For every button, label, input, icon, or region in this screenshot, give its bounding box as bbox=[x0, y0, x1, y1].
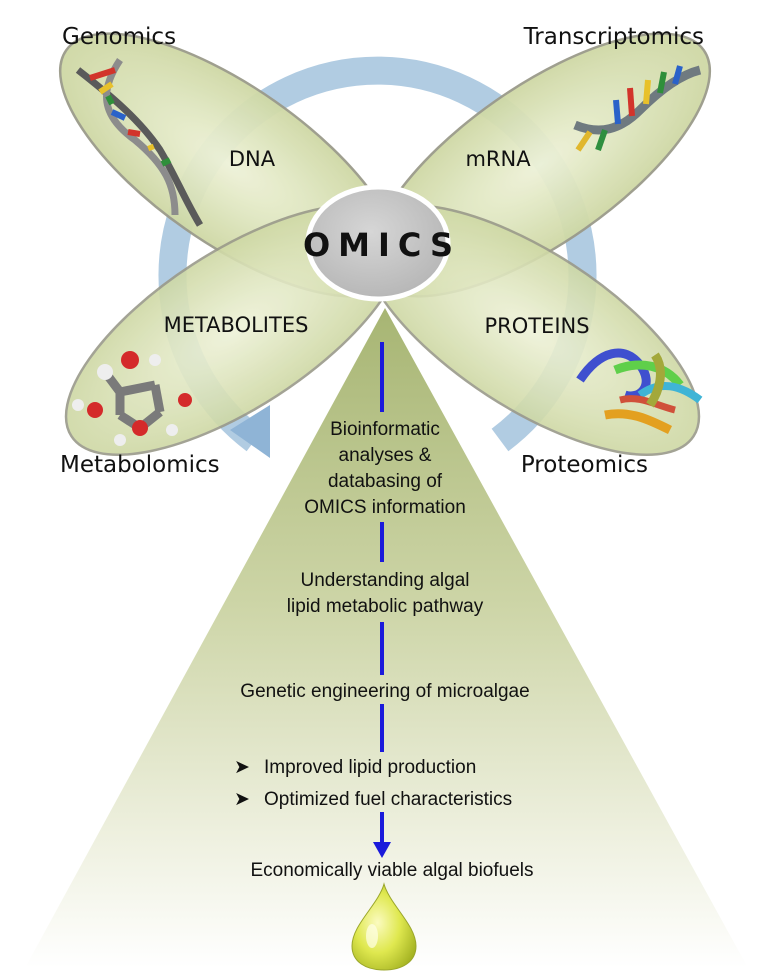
step-genetic-engineering: Genetic engineering of microalgae bbox=[240, 681, 529, 702]
step-bioinformatic-line3: databasing of bbox=[328, 471, 443, 492]
step-understanding-line1: Understanding algal bbox=[300, 570, 469, 591]
dna-helix-icon bbox=[75, 58, 204, 227]
mrna-strand-icon bbox=[573, 65, 702, 152]
corner-label-transcriptomics: Transcriptomics bbox=[523, 24, 704, 50]
bullet-glyph-1: ➤ bbox=[234, 757, 250, 778]
step-bullet-optimized: Optimized fuel characteristics bbox=[264, 789, 512, 810]
oil-drop-icon bbox=[351, 882, 417, 971]
corner-label-genomics: Genomics bbox=[62, 24, 176, 50]
step-understanding-line2: lipid metabolic pathway bbox=[287, 596, 484, 617]
step-bioinformatic-line4: OMICS information bbox=[304, 497, 466, 518]
flow-arrows bbox=[373, 342, 391, 858]
oil-drop-highlight bbox=[366, 924, 378, 948]
step-bioinformatic-line1: Bioinformatic bbox=[330, 419, 440, 440]
metabolite-molecule-icon bbox=[72, 351, 192, 446]
omics-label: OMICS bbox=[303, 226, 461, 264]
step-final: Economically viable algal biofuels bbox=[250, 860, 533, 881]
omics-center-circle bbox=[305, 184, 451, 302]
step-bullet-improved: Improved lipid production bbox=[264, 757, 476, 778]
corner-label-proteomics: Proteomics bbox=[521, 452, 648, 478]
flow-cone bbox=[25, 308, 748, 968]
petal-label-dna: DNA bbox=[229, 147, 276, 171]
petal-label-mrna: mRNA bbox=[465, 147, 531, 171]
corner-label-metabolomics: Metabolomics bbox=[60, 452, 220, 478]
flow-arrowhead bbox=[373, 842, 391, 858]
petal-label-metabolites: METABOLITES bbox=[164, 313, 309, 337]
bullet-glyph-2: ➤ bbox=[234, 789, 250, 810]
step-bioinformatic-line2: analyses & bbox=[339, 445, 432, 466]
protein-ribbon-icon bbox=[576, 348, 703, 435]
petal-label-proteins: PROTEINS bbox=[484, 314, 589, 338]
